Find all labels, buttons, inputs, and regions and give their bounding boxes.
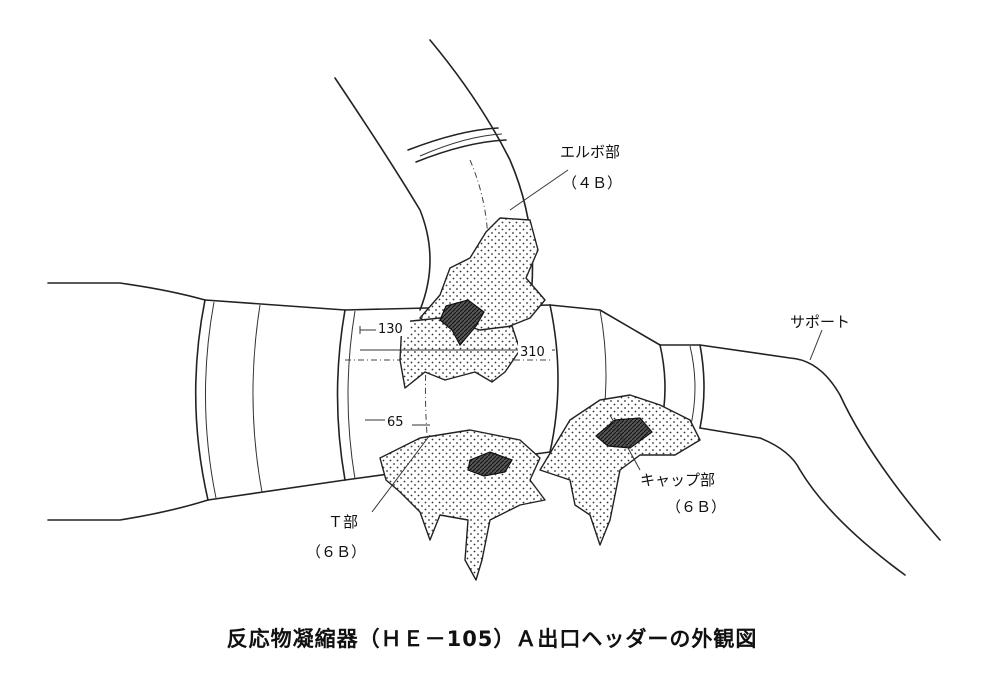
label-tee-size: （６Ｂ）	[306, 543, 366, 561]
dimension-65: 65	[365, 415, 430, 430]
label-cap-name: キャップ部	[640, 471, 715, 489]
left-pipe	[47, 282, 346, 521]
corrosion-spot-tee	[467, 451, 513, 477]
label-elbow-size: （４Ｂ）	[562, 174, 622, 192]
label-elbow-name: エルボ部	[560, 143, 620, 161]
deposit-cap	[539, 394, 701, 546]
corrosion-spot-cap	[595, 417, 653, 449]
label-tee-name: Ｔ部	[328, 513, 358, 531]
svg-text:65: 65	[387, 415, 404, 430]
label-support: サポート	[790, 313, 850, 331]
svg-text:310: 310	[520, 345, 545, 360]
dimension-310: 310	[360, 342, 555, 360]
deposit-tee-upper	[399, 317, 521, 389]
deposit-tee-lower	[379, 429, 546, 581]
dimension-130: 130	[359, 320, 410, 337]
figure-caption: 反応物凝縮器（ＨＥ－105）Ａ出口ヘッダーの外観図	[226, 627, 758, 651]
corrosion-spot-elbow	[439, 299, 485, 347]
leader-lines	[371, 169, 823, 513]
right-pipe	[549, 304, 941, 576]
label-cap-size: （６Ｂ）	[666, 498, 726, 516]
svg-text:130: 130	[378, 322, 403, 337]
